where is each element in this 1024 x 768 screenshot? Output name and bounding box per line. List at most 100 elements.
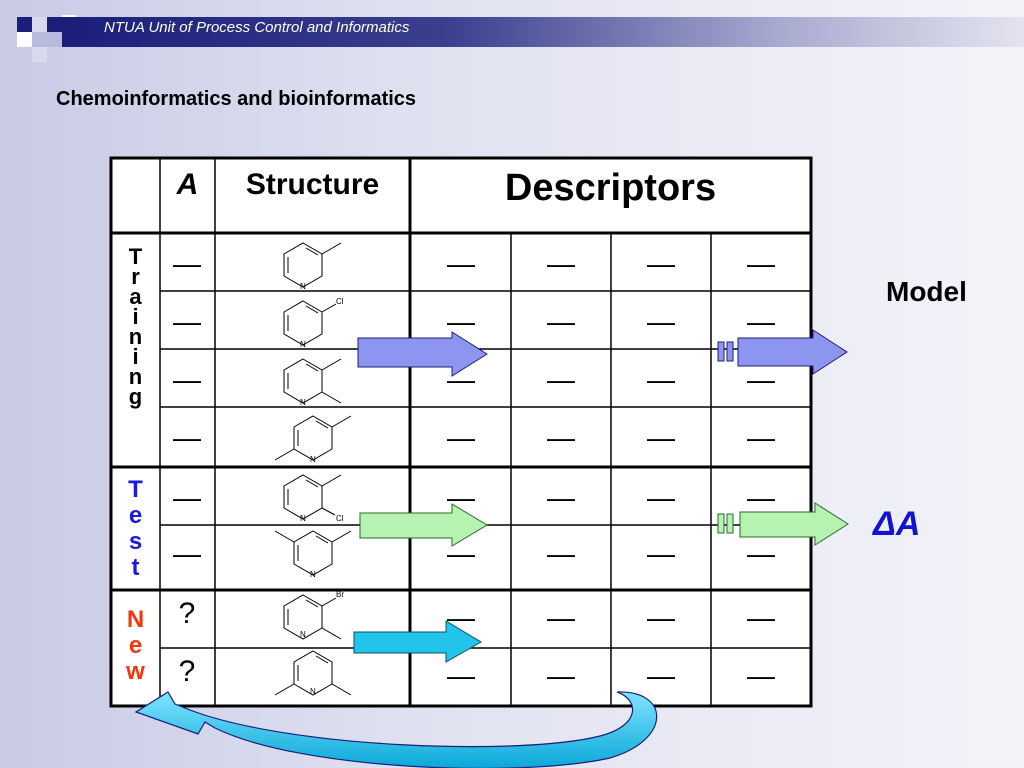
- descriptor-value: —: [747, 422, 775, 453]
- group-letter: s: [128, 528, 143, 555]
- col-header-descriptors: Descriptors: [504, 167, 717, 209]
- group-letter: e: [128, 502, 143, 529]
- descriptor-value: —: [547, 602, 575, 633]
- structure-2: [283, 300, 337, 346]
- training-arrow-right: [737, 329, 848, 375]
- atom-label-n: N: [300, 514, 306, 523]
- descriptor-value: —: [547, 660, 575, 691]
- curved-return-arrow: [134, 691, 658, 768]
- test-arrow-right: [739, 502, 849, 546]
- group-letter: T: [128, 244, 143, 269]
- group-letter: n: [128, 324, 143, 349]
- atom-label-cl: Cl: [336, 297, 344, 306]
- atom-label-n: N: [300, 398, 306, 407]
- descriptor-value: —: [747, 248, 775, 279]
- structure-3: [283, 358, 342, 404]
- descriptor-value: —: [647, 248, 675, 279]
- atom-label-n: N: [300, 630, 306, 639]
- test-arrow-left: [359, 503, 488, 547]
- atom-label-n: N: [300, 340, 306, 349]
- double-bar-icon: [726, 513, 734, 534]
- delta-a-label: ΔA: [873, 505, 921, 543]
- double-bar-icon: [717, 341, 725, 362]
- activity-value: —: [173, 422, 201, 453]
- activity-value: —: [173, 482, 201, 513]
- group-letter: N: [126, 606, 145, 633]
- atom-label-cl: Cl: [336, 514, 344, 523]
- descriptor-value: —: [747, 538, 775, 569]
- slide-title: Chemoinformatics and bioinformatics: [56, 88, 417, 110]
- group-letter: w: [126, 658, 145, 685]
- double-bar-icon: [717, 513, 725, 534]
- descriptor-value: —: [747, 602, 775, 633]
- activity-unknown: ?: [178, 655, 196, 688]
- group-letter: e: [128, 632, 143, 659]
- descriptor-value: —: [647, 602, 675, 633]
- descriptor-value: —: [447, 364, 475, 395]
- header-text: NTUA Unit of Process Control and Informa…: [104, 19, 410, 36]
- decor-square-6: [17, 32, 32, 47]
- descriptor-value: —: [447, 422, 475, 453]
- activity-value: —: [173, 248, 201, 279]
- structure-7: [283, 594, 342, 640]
- descriptor-value: —: [647, 538, 675, 569]
- new-arrow: [353, 620, 482, 663]
- descriptor-value: —: [647, 364, 675, 395]
- double-bar-icon: [726, 341, 734, 362]
- table-background: [111, 158, 811, 706]
- model-label: Model: [886, 276, 967, 307]
- group-letter: i: [132, 304, 139, 329]
- descriptor-value: —: [447, 538, 475, 569]
- descriptor-value: —: [647, 660, 675, 691]
- descriptor-value: —: [547, 306, 575, 337]
- atom-label-n: N: [310, 455, 316, 464]
- structure-1: [283, 242, 342, 288]
- group-letter: i: [132, 344, 139, 369]
- col-header-a: A: [176, 168, 199, 201]
- descriptor-value: —: [647, 482, 675, 513]
- training-arrow-left: [357, 331, 488, 377]
- decor-square-8: [32, 47, 47, 62]
- structure-8: [274, 650, 352, 696]
- atom-label-br: Br: [336, 590, 344, 599]
- activity-unknown: ?: [178, 597, 196, 630]
- activity-value: —: [173, 364, 201, 395]
- table-border: [109, 156, 813, 708]
- decor-square-7: [47, 32, 62, 47]
- descriptor-value: —: [547, 422, 575, 453]
- group-letter: g: [128, 384, 143, 409]
- atom-label-n: N: [300, 282, 306, 291]
- descriptor-value: —: [647, 422, 675, 453]
- descriptor-value: —: [547, 538, 575, 569]
- descriptor-value: —: [447, 248, 475, 279]
- group-letter: n: [128, 364, 143, 389]
- descriptor-value: —: [447, 602, 475, 633]
- descriptor-value: —: [447, 660, 475, 691]
- descriptor-value: —: [547, 482, 575, 513]
- descriptor-value: —: [447, 306, 475, 337]
- activity-value: —: [173, 538, 201, 569]
- descriptor-value: —: [547, 248, 575, 279]
- header-bar: [62, 17, 1024, 47]
- descriptor-value: —: [447, 482, 475, 513]
- descriptor-value: —: [747, 364, 775, 395]
- descriptor-value: —: [747, 306, 775, 337]
- group-letter: t: [131, 554, 140, 581]
- descriptor-value: —: [647, 306, 675, 337]
- group-letter: r: [131, 264, 140, 289]
- decor-square-1: [17, 17, 32, 32]
- decor-square-3: [47, 17, 62, 32]
- col-header-structure: Structure: [245, 168, 380, 201]
- structure-5: [283, 474, 342, 520]
- descriptor-value: —: [747, 482, 775, 513]
- descriptor-value: —: [747, 660, 775, 691]
- group-letter: a: [129, 284, 142, 309]
- atom-label-n: N: [310, 687, 316, 696]
- atom-label-n: N: [310, 570, 316, 579]
- structure-4: [274, 415, 352, 461]
- group-letter: T: [128, 476, 143, 503]
- decor-square-5: [32, 32, 47, 47]
